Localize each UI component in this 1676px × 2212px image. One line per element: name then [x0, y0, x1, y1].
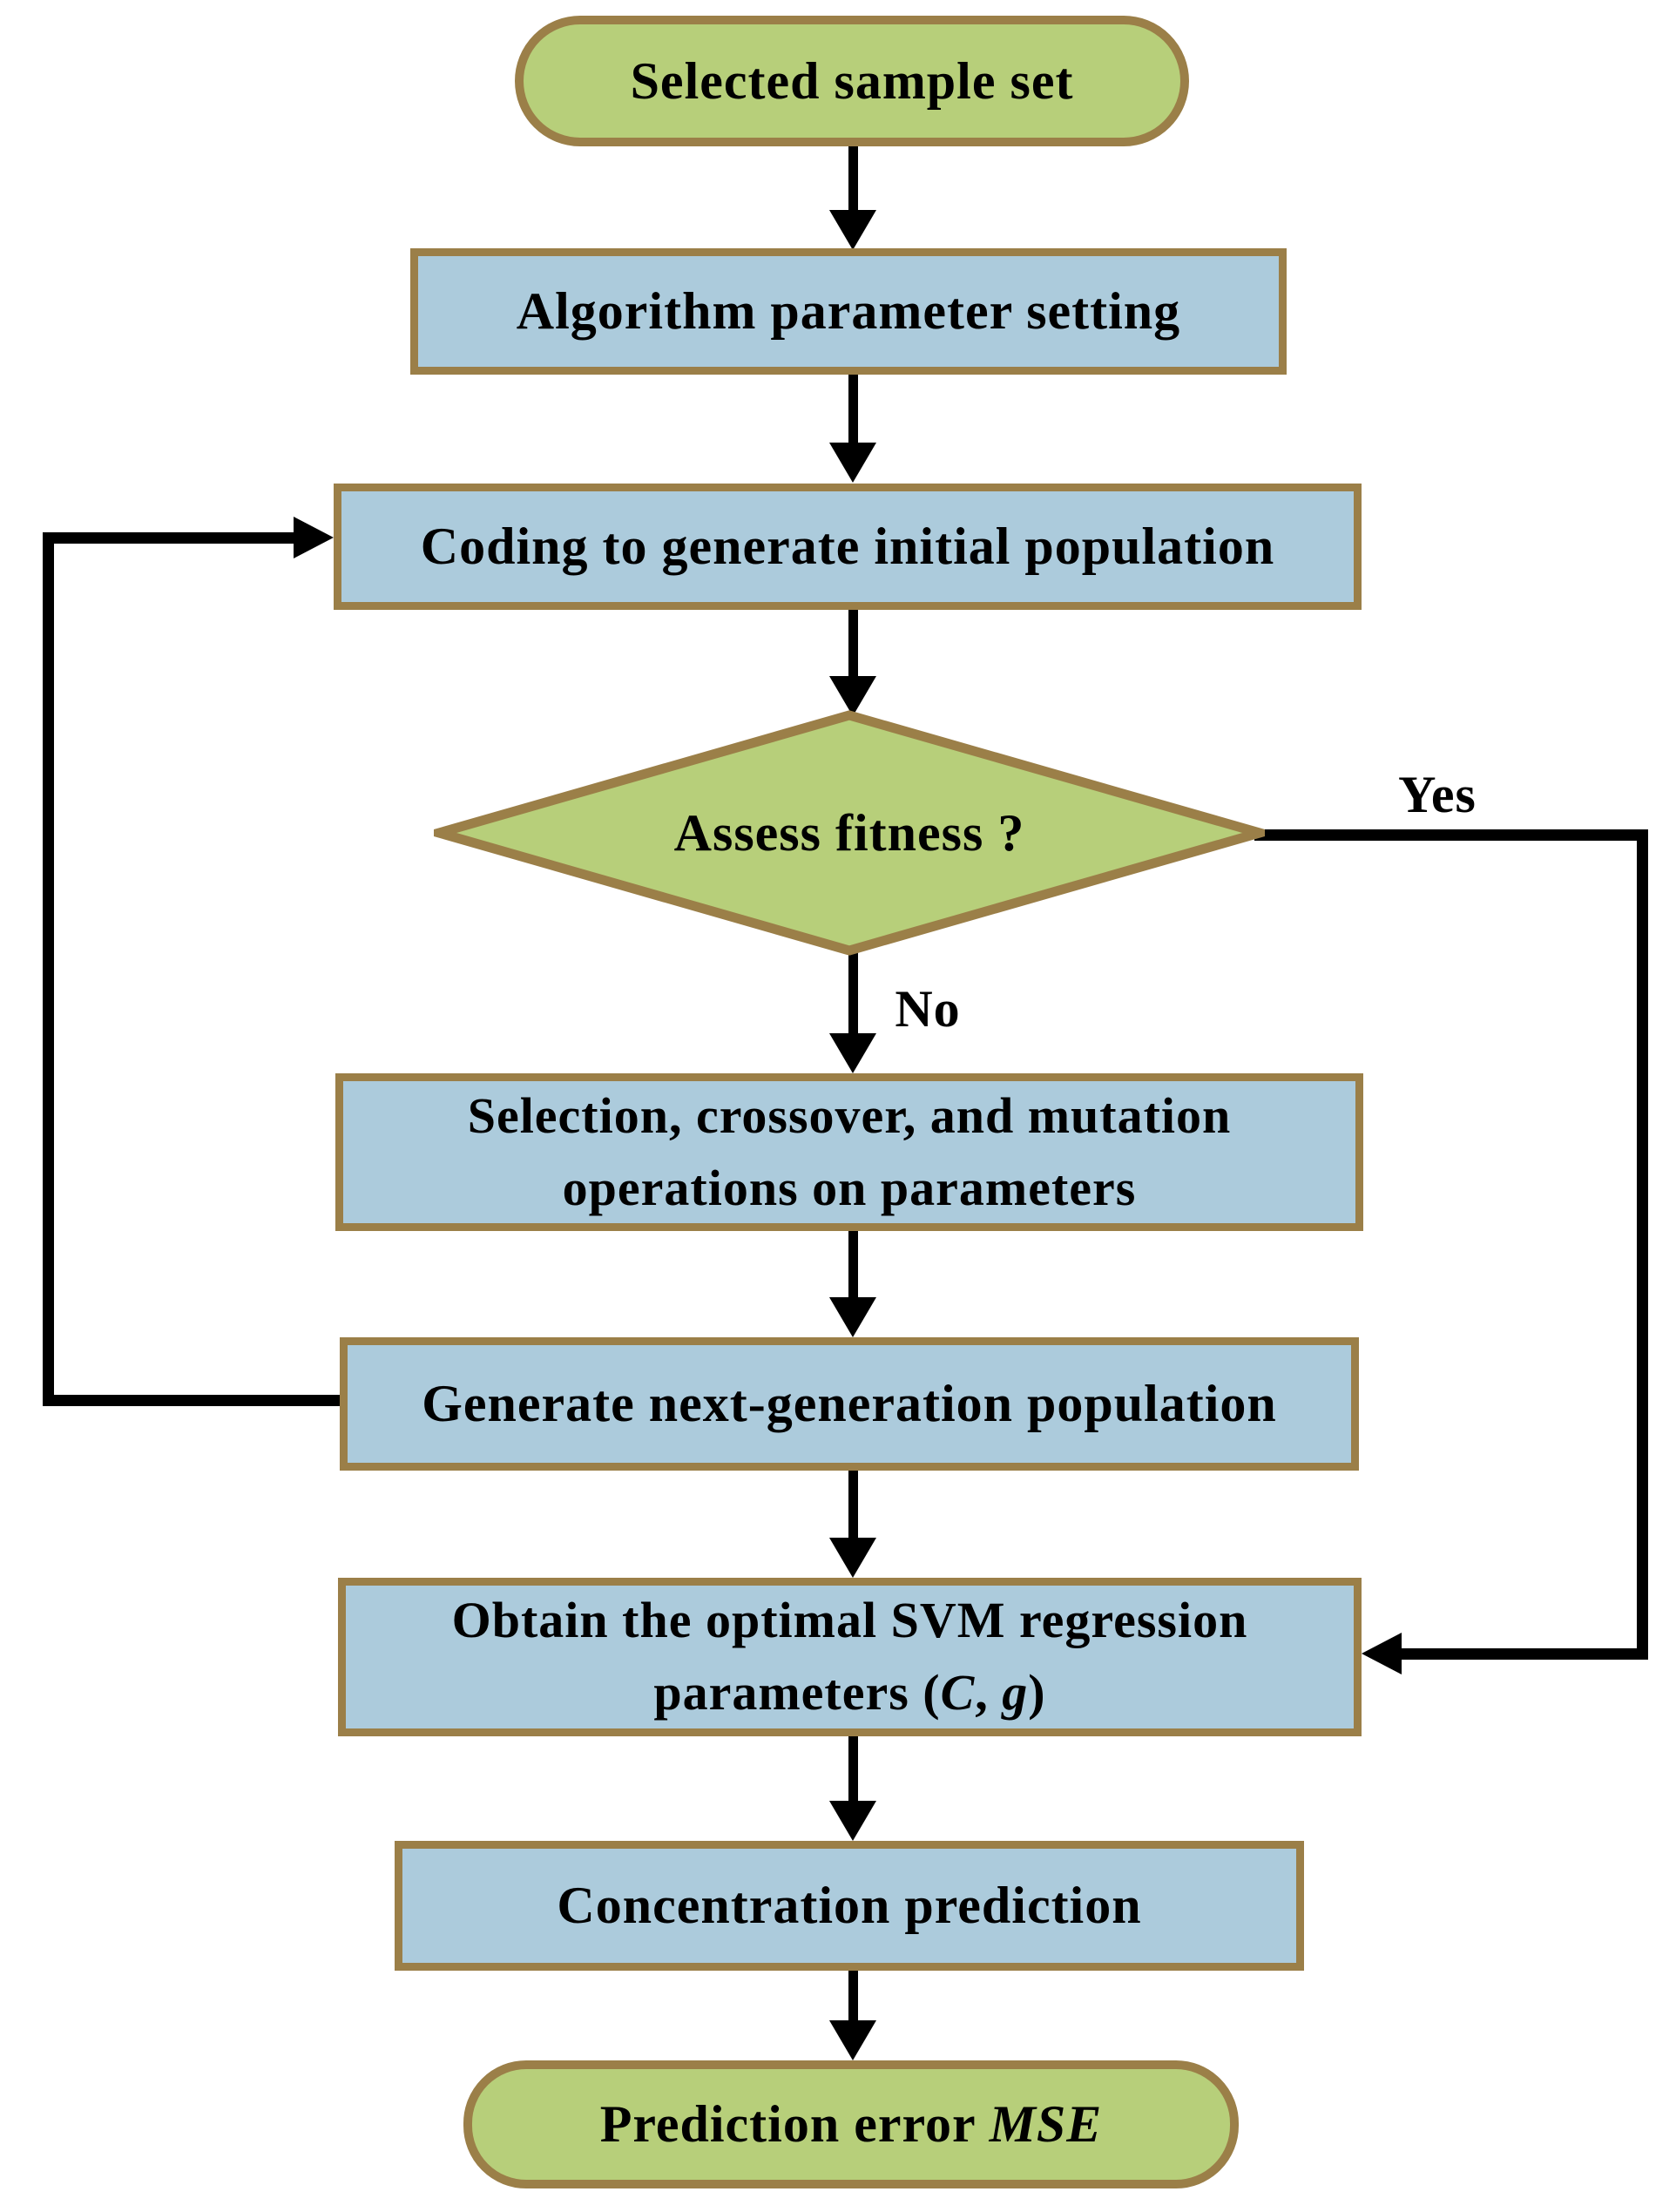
concentration-prediction-node: Concentration prediction [395, 1841, 1304, 1971]
generate-next-generation-label: Generate next-generation population [422, 1375, 1277, 1432]
assess-fitness-diamond [434, 710, 1265, 956]
yes-branch-bottom-line [1402, 1648, 1648, 1660]
arrow-selection-to-generate-line [848, 1228, 858, 1299]
arrow-selection-to-generate-head-icon [829, 1297, 876, 1337]
arrow-concentration-to-end-line [848, 1969, 858, 2022]
selection-line2: operations on parameters [562, 1159, 1137, 1216]
no-label: No [895, 980, 961, 1038]
arrow-obtain-to-concentration-head-icon [829, 1801, 876, 1841]
arrow-generate-to-obtain-line [848, 1469, 858, 1539]
yes-branch-top-line [1254, 829, 1648, 841]
concentration-prediction-label: Concentration prediction [557, 1877, 1142, 1934]
obtain-separator: , [975, 1664, 1003, 1721]
end-label-prefix: Prediction error [599, 2095, 990, 2153]
arrow-no-branch-head-icon [829, 1033, 876, 1073]
obtain-param-c: C [940, 1664, 976, 1721]
algorithm-parameter-setting-node: Algorithm parameter setting [410, 248, 1287, 375]
start-node-label: Selected sample set [630, 51, 1074, 110]
arrow-param-to-coding-head-icon [829, 443, 876, 483]
arrow-obtain-to-concentration-line [848, 1735, 858, 1803]
arrow-coding-to-decision-line [848, 608, 858, 678]
algorithm-parameter-setting-label: Algorithm parameter setting [516, 282, 1181, 340]
end-node-label: Prediction error MSE [600, 2094, 1103, 2155]
assess-fitness-text: Assess fitness ? [673, 803, 1025, 862]
arrow-concentration-to-end-head-icon [829, 2020, 876, 2060]
obtain-line1: Obtain the optimal SVM regression [451, 1592, 1248, 1649]
obtain-line2-suffix: ) [1028, 1664, 1046, 1721]
coding-initial-population-node: Coding to generate initial population [334, 484, 1362, 610]
obtain-optimal-svm-node: Obtain the optimal SVM regression parame… [338, 1578, 1362, 1736]
end-label-mse: MSE [989, 2095, 1103, 2153]
end-node: Prediction error MSE [463, 2060, 1239, 2188]
yes-branch-arrowhead-icon [1362, 1633, 1402, 1674]
loopback-bottom-line [43, 1395, 343, 1406]
arrow-start-to-param-line [848, 142, 858, 212]
obtain-line2-prefix: parameters ( [653, 1664, 941, 1721]
loopback-vertical-line [43, 532, 54, 1406]
assess-fitness-label: Assess fitness ? [434, 710, 1265, 956]
yes-label: Yes [1398, 766, 1477, 823]
coding-initial-population-label: Coding to generate initial population [420, 517, 1275, 575]
start-node: Selected sample set [515, 16, 1189, 146]
loopback-top-line [43, 532, 294, 544]
arrow-param-to-coding-line [848, 373, 858, 444]
diamond-shape [434, 710, 1265, 956]
arrow-generate-to-obtain-head-icon [829, 1538, 876, 1578]
arrow-start-to-param-head-icon [829, 210, 876, 250]
obtain-param-g: g [1002, 1664, 1029, 1721]
arrow-no-branch-line [848, 950, 858, 1035]
obtain-line2: parameters (C, g) [653, 1664, 1045, 1722]
yes-branch-vertical-line [1637, 829, 1648, 1660]
arrow-coding-to-decision-head-icon [829, 676, 876, 716]
selection-crossover-mutation-node: Selection, crossover, and mutation opera… [335, 1073, 1363, 1231]
generate-next-generation-node: Generate next-generation population [340, 1337, 1359, 1471]
loopback-arrowhead-icon [294, 517, 334, 558]
selection-line1: Selection, crossover, and mutation [467, 1086, 1232, 1144]
